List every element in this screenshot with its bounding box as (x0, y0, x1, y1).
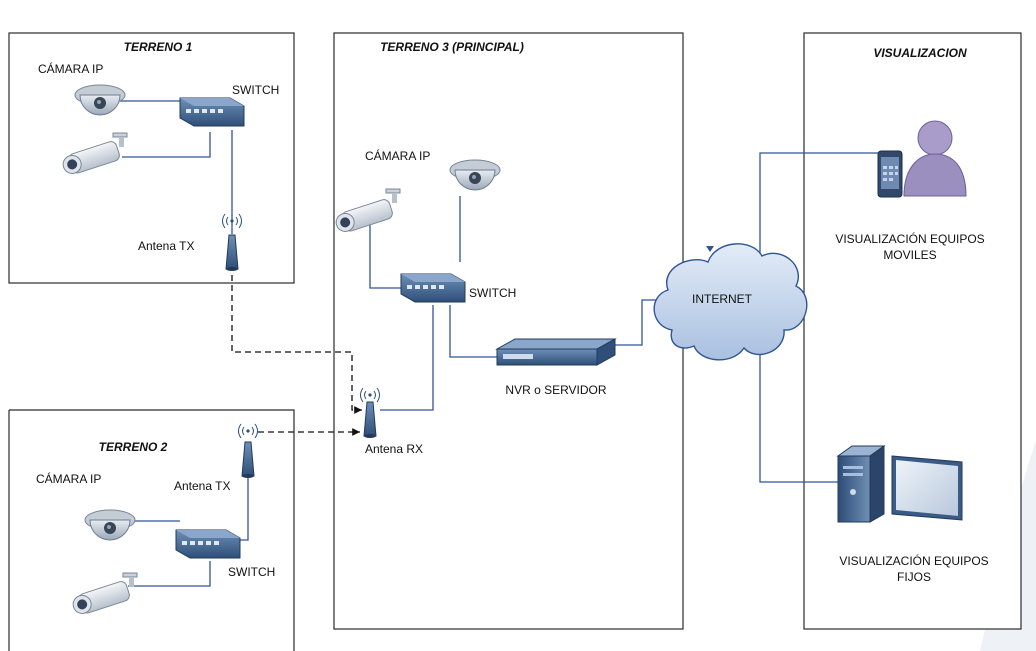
wire-nvr-internet (613, 299, 668, 346)
antenna-label-t3: Antena RX (365, 442, 423, 456)
desktop-computer-icon (836, 445, 886, 523)
zone-terreno-1 (8, 32, 295, 284)
mobile-label-line1: VISUALIZACIÓN EQUIPOS (835, 231, 984, 246)
user-icon (903, 120, 967, 197)
bullet-camera-icon (335, 188, 401, 232)
camera-label-t3: CÁMARA IP (365, 148, 430, 163)
network-switch-icon (179, 97, 245, 127)
switch-label-t2: SWITCH (228, 565, 275, 579)
camera-label-t2: CÁMARA IP (36, 471, 101, 486)
wireless-link-t1-rx (231, 275, 362, 414)
zone-title-terreno-3: TERRENO 3 (PRINCIPAL) (380, 40, 524, 54)
network-switch-icon (400, 273, 466, 303)
zone-title-visualizacion: VISUALIZACION (873, 46, 967, 60)
monitor-icon (891, 455, 963, 521)
zone-title-terreno-1: TERRENO 1 (124, 40, 193, 54)
wire-t3-switch-nvr (449, 305, 498, 358)
smartphone-icon (877, 150, 903, 198)
zone-terreno-3 (333, 32, 684, 630)
internet-cloud-icon (653, 243, 808, 361)
fixed-label-line1: VISUALIZACIÓN EQUIPOS (839, 553, 988, 568)
zone-terreno-2 (9, 409, 295, 651)
dome-camera-icon (84, 509, 136, 541)
antenna-label-t2: Antena TX (174, 479, 230, 493)
wire-t3-bullet-switch (369, 222, 405, 289)
switch-label-t3: SWITCH (469, 286, 516, 300)
nvr-label: NVR o SERVIDOR (505, 383, 606, 397)
bullet-camera-icon (62, 132, 128, 174)
dome-camera-icon (74, 84, 126, 116)
nvr-server-icon (495, 338, 617, 366)
camera-label-t1: CÁMARA IP (38, 61, 103, 76)
wire-internet-fixed (759, 345, 840, 483)
wire-t3-switch-antenna (380, 305, 434, 411)
network-switch-icon (175, 529, 241, 559)
antenna-label-t1: Antena TX (138, 239, 194, 253)
zone-title-terreno-2: TERRENO 2 (99, 440, 168, 454)
internet-label: INTERNET (692, 292, 753, 306)
antenna-icon (222, 213, 242, 271)
antenna-icon (360, 387, 380, 438)
wire-t1-bullet-switch (122, 132, 211, 158)
fixed-label-line2: FIJOS (897, 570, 931, 584)
bullet-camera-icon (72, 572, 138, 614)
antenna-icon (238, 423, 258, 478)
wire-internet-mobile (759, 152, 880, 258)
switch-label-t1: SWITCH (232, 83, 279, 97)
dome-camera-icon (449, 159, 501, 191)
zone-visualizacion (803, 32, 1022, 630)
wire-t2-bullet-switch (128, 561, 211, 587)
mobile-label-line2: MOVILES (883, 248, 936, 262)
